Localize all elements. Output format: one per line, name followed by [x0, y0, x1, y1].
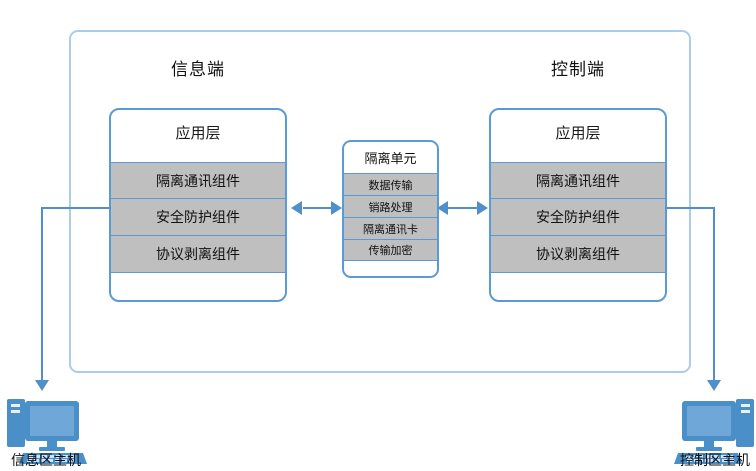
- isolation-unit-row-list: 数据传输 销路处理 隔离通讯卡 传输加密: [344, 173, 437, 261]
- control-zone-host-label: 控制区主机: [680, 452, 750, 468]
- left-section-title: 信息端: [171, 60, 225, 79]
- table-row: 协议剥离组件: [491, 236, 665, 273]
- table-row: 数据传输: [344, 173, 437, 195]
- left-panel-header: 应用层: [175, 125, 221, 142]
- right-arrow-icon: [477, 201, 488, 215]
- information-zone-host-label: 信息区主机: [11, 452, 81, 468]
- desktop-computer-icon: [674, 399, 754, 464]
- control-zone-host-icon: [672, 385, 756, 471]
- desktop-computer-icon: [7, 399, 87, 464]
- left-unit-connector-line: [303, 207, 333, 209]
- arrow-down-icon: [35, 380, 49, 391]
- table-row: 协议剥离组件: [111, 236, 285, 273]
- right-host-connector-vertical: [713, 207, 715, 382]
- left-arrow-icon: [437, 201, 448, 215]
- right-section-title: 控制端: [551, 60, 605, 79]
- control-side-panel: 应用层 隔离通讯组件 安全防护组件 协议剥离组件: [489, 108, 667, 302]
- table-row: 隔离通讯组件: [111, 162, 285, 199]
- information-zone-host-icon: [3, 385, 89, 471]
- table-row: 传输加密: [344, 239, 437, 261]
- table-row: 安全防护组件: [491, 199, 665, 236]
- left-panel-row-list: 隔离通讯组件 安全防护组件 协议剥离组件: [111, 162, 285, 273]
- table-row: 隔离通讯卡: [344, 217, 437, 239]
- right-panel-row-list: 隔离通讯组件 安全防护组件 协议剥离组件: [491, 162, 665, 273]
- table-row: 隔离通讯组件: [491, 162, 665, 199]
- left-host-connector-horizontal: [41, 207, 111, 209]
- right-arrow-icon: [331, 201, 342, 215]
- left-host-connector-vertical: [41, 207, 43, 382]
- information-side-panel: 应用层 隔离通讯组件 安全防护组件 协议剥离组件: [109, 108, 287, 302]
- table-row: 销路处理: [344, 195, 437, 217]
- table-row: 安全防护组件: [111, 199, 285, 236]
- right-host-connector-horizontal: [665, 207, 715, 209]
- isolation-unit-panel: 隔离单元 数据传输 销路处理 隔离通讯卡 传输加密: [342, 140, 439, 278]
- right-panel-header: 应用层: [555, 125, 601, 142]
- left-arrow-icon: [291, 201, 302, 215]
- isolation-system-boundary: [69, 30, 691, 373]
- isolation-unit-title: 隔离单元: [364, 151, 417, 166]
- arrow-down-icon: [707, 380, 721, 391]
- unit-right-connector-line: [448, 207, 478, 209]
